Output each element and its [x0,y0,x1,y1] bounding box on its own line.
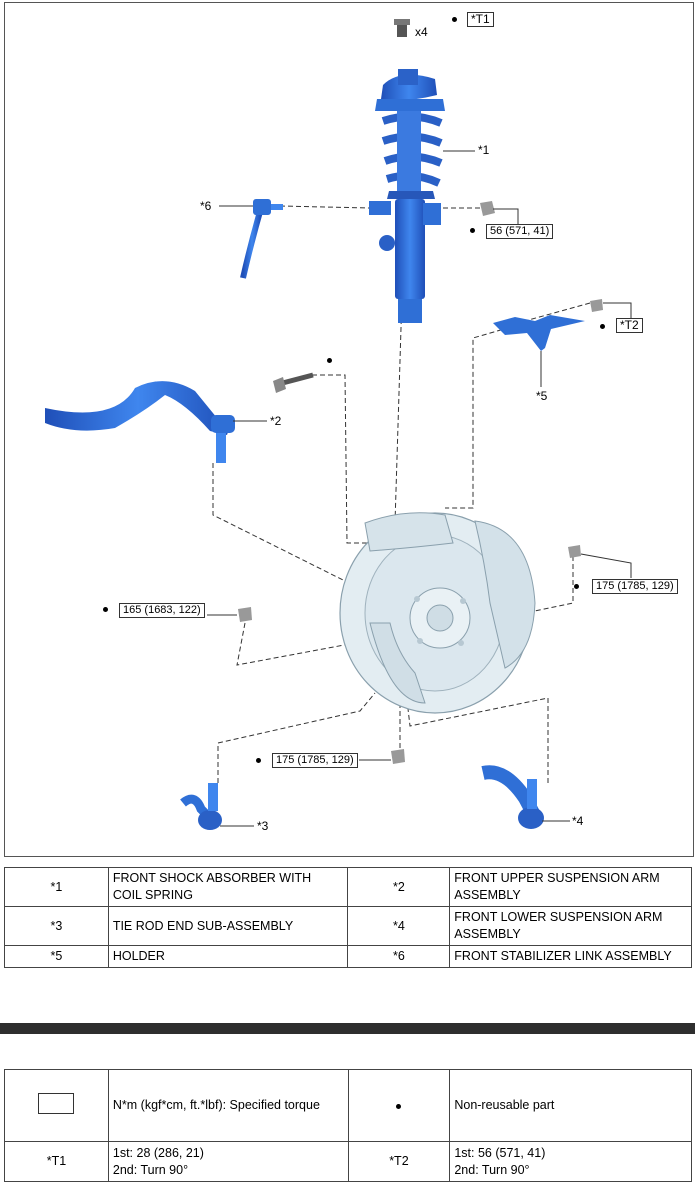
non-reusable-dot [470,228,475,233]
torque-value-56: 56 (571, 41) [486,224,554,239]
non-reusable-dot [452,17,457,22]
non-reusable-dot [574,584,579,589]
torque-step-2: 2nd: Turn 90° [112,1162,189,1177]
torque-steps: 1st: 28 (286, 21) 2nd: Turn 90° [107,1141,349,1182]
lower-arm-drawing [481,765,544,829]
legend-desc: Non-reusable part [449,1069,692,1142]
torque-value-175-bottom: 175 (1785, 129) [272,753,358,768]
torque-step-2: 2nd: Turn 90° [454,1162,530,1177]
table-row: N*m (kgf*cm, ft.*lbf): Specified torque … [4,1069,692,1142]
part-code: *1 [4,867,109,907]
stabilizer-link-drawing [240,199,283,279]
callout-1: *1 [478,143,490,157]
holder-drawing [493,315,585,351]
table-row: *1 FRONT SHOCK ABSORBER WITH COIL SPRING… [4,867,692,907]
part-code: *2 [347,867,451,907]
part-name: FRONT SHOCK ABSORBER WITH COIL SPRING [107,867,349,907]
leader-lines [207,150,632,827]
part-code: *5 [4,945,109,968]
torque-steps: 1st: 56 (571, 41) 2nd: Turn 90° [449,1141,692,1182]
callout-6: *6 [200,199,212,213]
upper-arm-drawing [45,381,235,463]
part-code: *6 [347,945,451,968]
part-name: FRONT UPPER SUSPENSION ARM ASSEMBLY [449,867,692,907]
torque-step-1: 1st: 28 (286, 21) [112,1145,204,1160]
legend-desc: N*m (kgf*cm, ft.*lbf): Specified torque [107,1069,349,1142]
part-name: FRONT LOWER SUSPENSION ARM ASSEMBLY [449,906,692,946]
part-code: *3 [4,906,109,946]
non-reusable-dot [256,758,261,763]
table-row: *5 HOLDER *6 FRONT STABILIZER LINK ASSEM… [4,945,692,968]
callout-4: *4 [572,814,584,828]
part-code: *4 [347,906,451,946]
torque-value-165: 165 (1683, 122) [119,603,205,618]
non-reusable-symbol [347,1069,451,1142]
callout-5: *5 [536,389,548,403]
parts-table: *1 FRONT SHOCK ABSORBER WITH COIL SPRING… [4,867,692,968]
shock-absorber-drawing [369,19,445,323]
torque-code: *T1 [4,1141,109,1182]
non-reusable-dot [600,324,605,329]
torque-value-175-right: 175 (1785, 129) [592,579,678,594]
callout-2: *2 [270,414,282,428]
part-name: TIE ROD END SUB-ASSEMBLY [107,906,349,946]
steering-knuckle-drawing [339,512,536,714]
diagram-drawing [45,19,632,830]
exploded-diagram: x4 *T1 *1 *6 56 (571, 41) *T2 *5 *2 175 … [4,2,694,857]
torque-code-t2: *T2 [616,318,643,333]
bolt-quantity-label: x4 [415,25,428,39]
torque-code: *T2 [347,1141,451,1182]
torque-box-symbol [4,1069,109,1142]
part-name: FRONT STABILIZER LINK ASSEMBLY [449,945,692,968]
part-name: HOLDER [107,945,349,968]
callout-3: *3 [257,819,269,833]
torque-code-t1: *T1 [467,12,494,27]
table-row: *3 TIE ROD END SUB-ASSEMBLY *4 FRONT LOW… [4,906,692,946]
torque-step-1: 1st: 56 (571, 41) [454,1145,546,1160]
fasteners [238,201,603,764]
section-divider [0,1023,695,1034]
non-reusable-dot [327,358,332,363]
legend-table: N*m (kgf*cm, ft.*lbf): Specified torque … [4,1069,692,1182]
table-row: *T1 1st: 28 (286, 21) 2nd: Turn 90° *T2 1… [4,1141,692,1182]
box-icon [38,1092,75,1114]
non-reusable-dot [103,607,108,612]
tie-rod-end-drawing [180,783,222,830]
dot-icon [396,1104,402,1109]
